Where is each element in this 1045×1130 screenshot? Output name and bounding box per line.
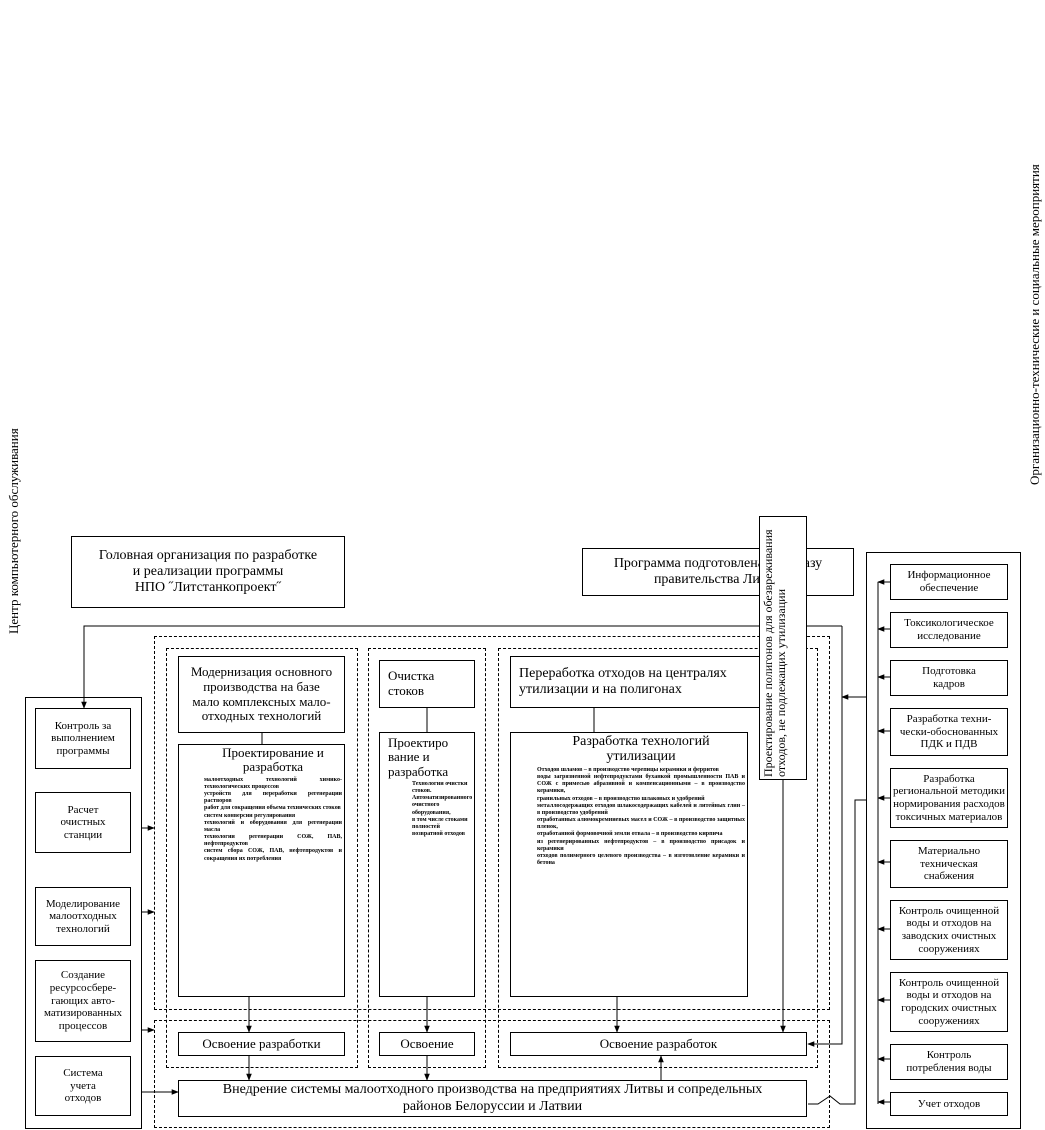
- recycling-mastery-box: Освоение разработок: [510, 1032, 807, 1056]
- implementation-box: Внедрение системы малоотходного производ…: [178, 1080, 807, 1117]
- treatment-design-item: в том числе стоками полностей возвратной…: [412, 816, 468, 838]
- treatment-title-box: Очистка стоков: [379, 660, 475, 708]
- recycling-design-item: воды загрязненной нефтепродуктами буханк…: [537, 773, 745, 795]
- recycling-design-item: отходов полимерного целевого производств…: [537, 853, 745, 867]
- waste-accounting-box: Учет отходов: [890, 1092, 1008, 1116]
- right-vertical-caption: Организационно-технические и социальные …: [1027, 164, 1042, 485]
- mac-standards-box: Разработка техни- чески-обоснованных ПДК…: [890, 708, 1008, 756]
- recycling-design-box: [510, 732, 748, 997]
- waste-accounting-system-box: Система учета отходов: [35, 1056, 131, 1116]
- modernization-design-item: малоотходных технологий химико-технологи…: [204, 776, 342, 790]
- landfill-design-box: Проектирование полигонов для обезврежива…: [759, 516, 807, 780]
- recycling-design-title: Разработка технологий утилизации: [572, 734, 710, 765]
- toxicology-box: Токсикологическое исследование: [890, 612, 1008, 648]
- modernization-design-title: Проектирование и разработка: [222, 745, 324, 775]
- treatment-design-item: Технологии очистки стоков.: [412, 780, 468, 795]
- line-right-to-implementation: [808, 799, 866, 1105]
- treatment-design-content: Проектиро вание и разработка Технологии …: [388, 735, 473, 838]
- modernization-design-item: устройств для переработки регенерации ра…: [204, 790, 342, 805]
- recycling-design-item: отработанной формовочной земли отвала – …: [537, 831, 723, 838]
- head-line-right-down: [807, 626, 843, 1047]
- landfill-design-text: Проектирование полигонов для обезврежива…: [760, 509, 812, 781]
- treatment-design-box: [379, 732, 475, 997]
- water-consumption-box: Контроль потребления воды: [890, 1044, 1008, 1080]
- recycling-design-item: гранильных отходов – в производство шлак…: [537, 795, 705, 802]
- treatment-mastery-box: Освоение: [379, 1032, 475, 1056]
- head-line-to-left: [81, 625, 842, 709]
- modernization-design-content: Проектирование и разработка малоотходных…: [204, 745, 342, 863]
- resource-saving-box: Создание ресурсосбере- гающих авто- мати…: [35, 960, 131, 1042]
- modernization-design-item: технологии регенерации СОЖ, ПАВ, нефтепр…: [204, 834, 342, 848]
- treatment-design-item: Автоматизированного очистного оборудован…: [412, 795, 473, 816]
- station-calculation-box: Расчет очистных станции: [35, 792, 131, 853]
- info-support-box: Информационное обеспечение: [890, 564, 1008, 600]
- modernization-title-box: Модернизация основного производства на б…: [178, 656, 345, 733]
- recycling-design-content: Разработка технологий утилизации Отходов…: [537, 734, 745, 867]
- recycling-design-item: металлосодержащих отходов шлакосодержащи…: [537, 802, 745, 816]
- recycling-title-box: Переработка отходов на централях утилиза…: [510, 656, 807, 708]
- left-vertical-caption: Центр компьютерного обслуживания: [6, 428, 21, 634]
- recycling-design-item: отработанных алюмокремниевых масел и СОЖ…: [537, 817, 745, 831]
- modernization-design-item: технологий и оборудования для регенераци…: [204, 819, 342, 833]
- staff-training-box: Подготовка кадров: [890, 660, 1008, 696]
- material-supply-box: Материально техническая снабжения: [890, 840, 1008, 888]
- program-control-box: Контроль за выполнением программы: [35, 708, 131, 769]
- factory-water-control-box: Контроль очищенной воды и отходов на зав…: [890, 900, 1008, 960]
- modernization-mastery-box: Освоение разработки: [178, 1032, 345, 1056]
- regional-method-box: Разработка региональной методики нормиро…: [890, 768, 1008, 828]
- city-water-control-box: Контроль очищенной воды и отходов на гор…: [890, 972, 1008, 1032]
- head-organization-box: Головная организация по разработке и реа…: [71, 536, 345, 608]
- recycling-design-item: из регенерированных нефтепродуктов – в п…: [537, 838, 745, 852]
- landfill-design-line: отходов, не подлежащих утилизации: [774, 589, 789, 777]
- recycling-design-item: Отходов шламов – в производство черепицы…: [537, 766, 719, 773]
- modernization-design-box: [178, 744, 345, 997]
- treatment-design-title: Проектиро вание и разработка: [388, 735, 449, 779]
- modernization-design-item: систем сбора СОЖ, ПАВ, нефтепродуктов и …: [204, 848, 342, 862]
- modernization-design-item: работ для сокращения объема технических …: [204, 805, 341, 812]
- modernization-design-item: систем конверсии регулирования: [204, 812, 296, 819]
- modeling-box: Моделирование малоотходных технологий: [35, 887, 131, 946]
- program-box: Программа подготовлена по заказу правите…: [582, 548, 854, 596]
